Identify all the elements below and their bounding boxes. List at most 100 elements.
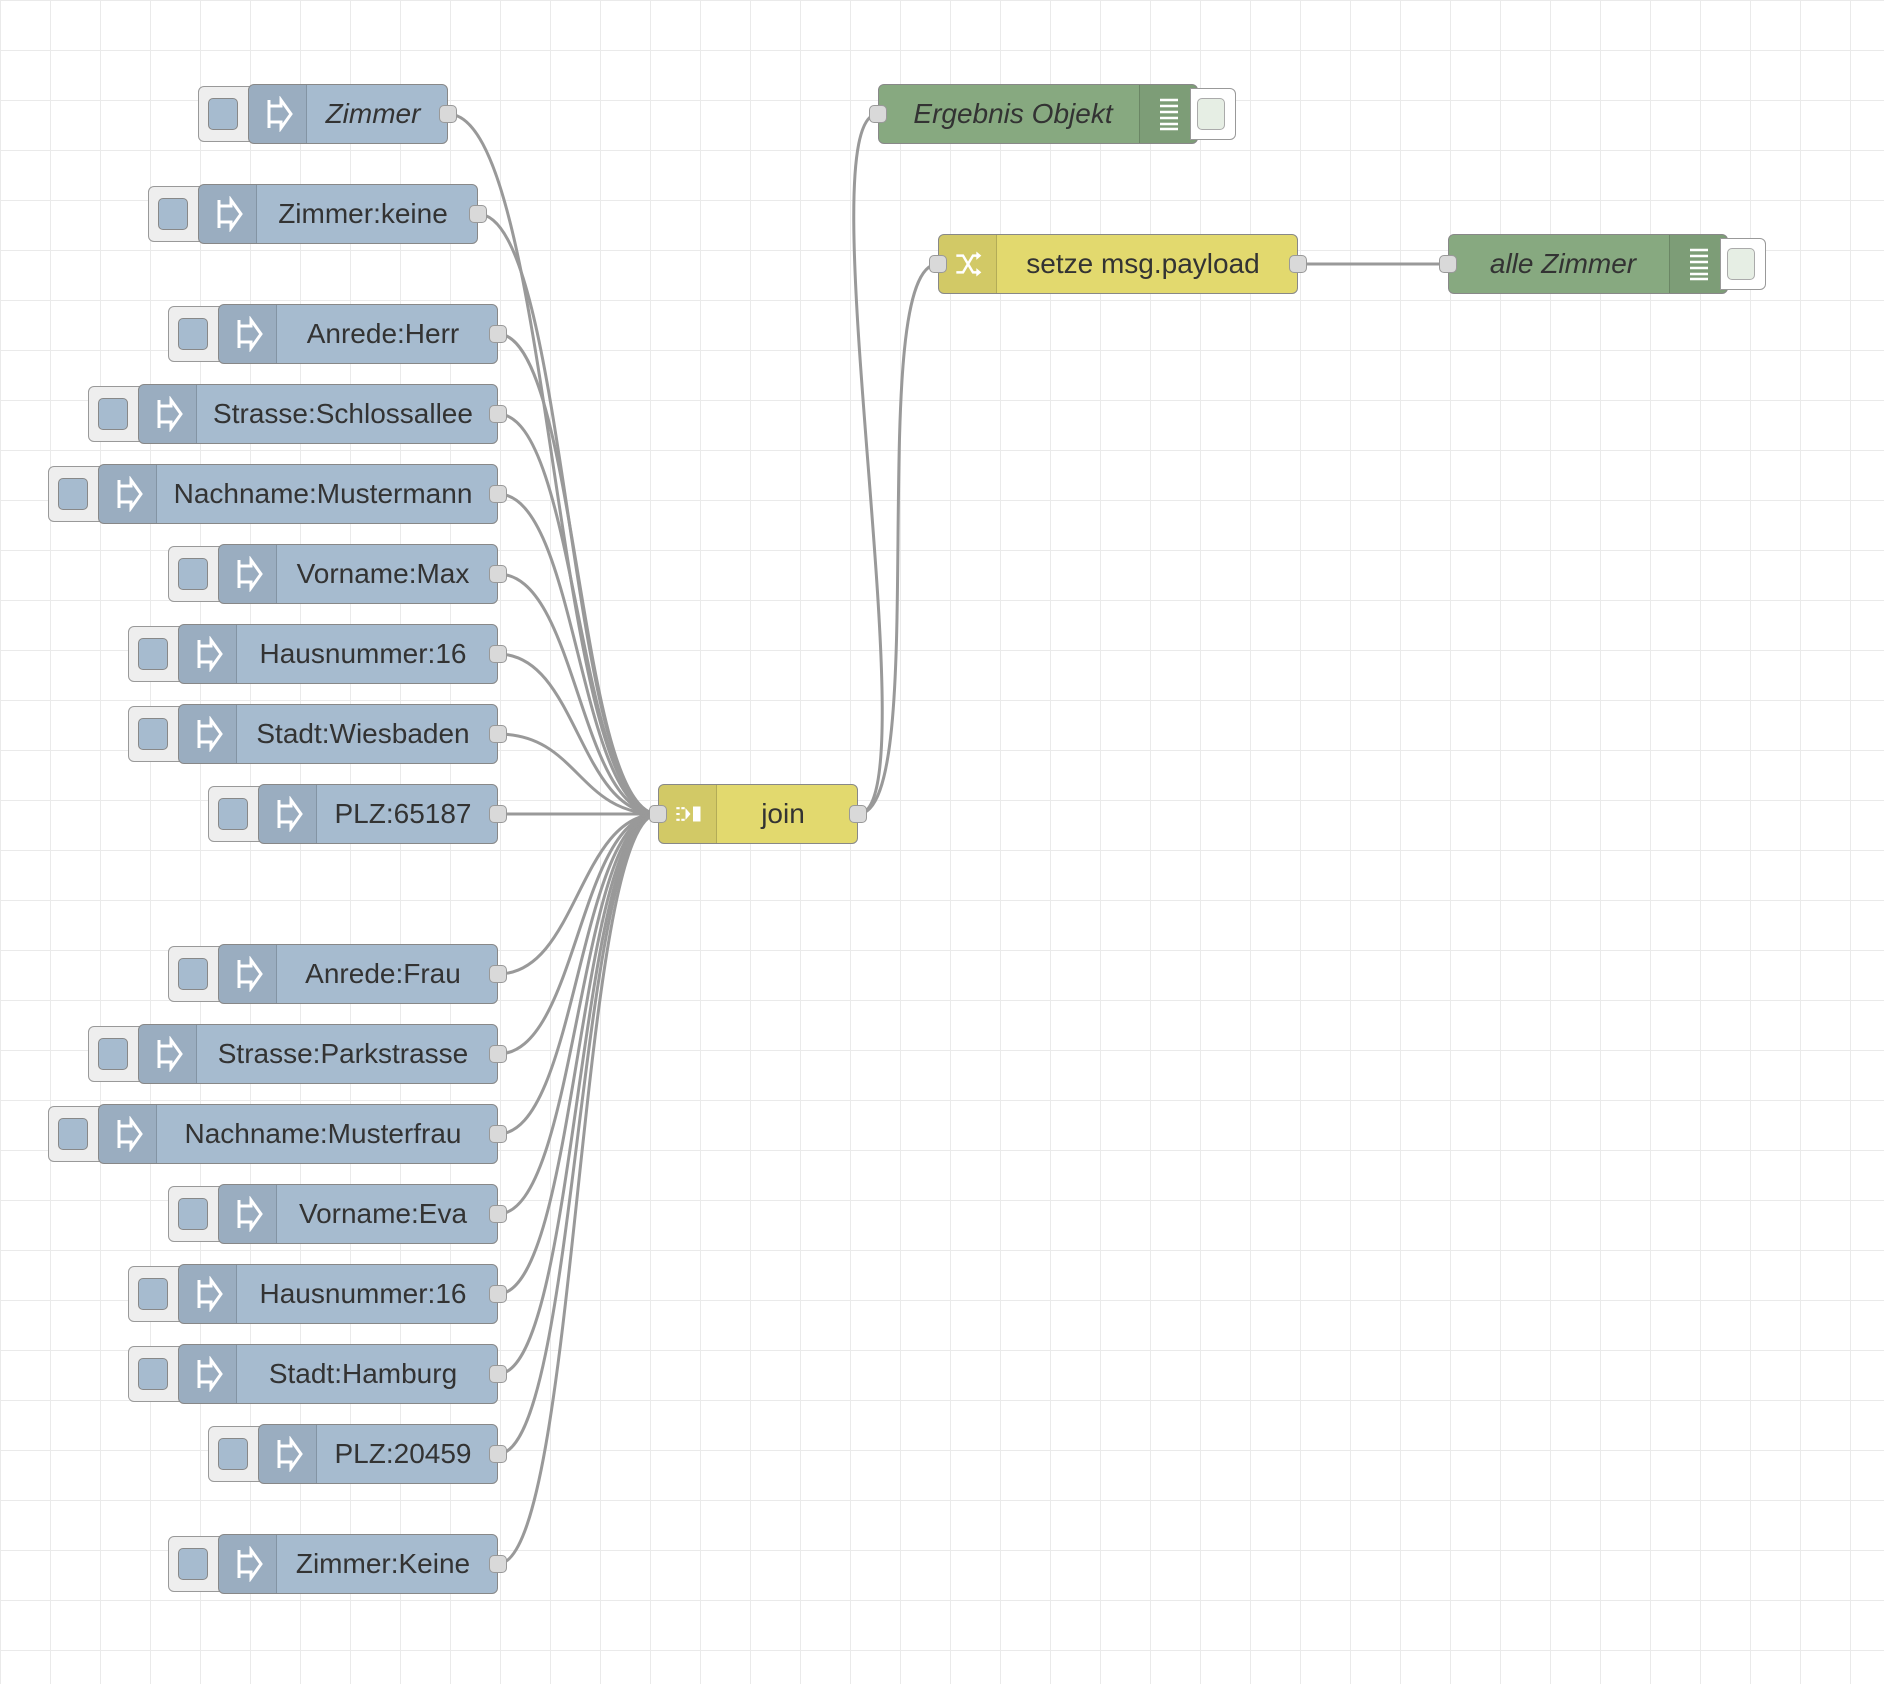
join-node[interactable]: join <box>658 784 858 844</box>
inject-node[interactable]: Zimmer:Keine <box>218 1534 498 1594</box>
wire <box>497 812 659 1456</box>
arrow-in-icon <box>219 945 277 1003</box>
inject-btn[interactable] <box>148 186 200 242</box>
debug-label: alle Zimmer <box>1489 248 1637 279</box>
inject-node[interactable]: Stadt:Hamburg <box>178 1344 498 1404</box>
inject-node[interactable]: Strasse:Parkstrasse <box>138 1024 498 1084</box>
arrow-in-icon <box>219 1535 277 1593</box>
arrow-in-icon <box>259 1425 317 1483</box>
inject-btn[interactable] <box>88 386 140 442</box>
inject-label: Zimmer:Keine <box>295 1548 471 1579</box>
output-port[interactable] <box>489 325 507 343</box>
arrow-in-icon <box>259 785 317 843</box>
inject-label: Stadt:Wiesbaden <box>256 718 470 749</box>
inject-btn[interactable] <box>48 1106 100 1162</box>
inject-label: Anrede:Frau <box>305 958 461 989</box>
inject-btn[interactable] <box>48 466 100 522</box>
inject-btn[interactable] <box>168 946 220 1002</box>
output-port[interactable] <box>489 1365 507 1383</box>
inject-label: Vorname:Max <box>296 558 470 589</box>
output-port[interactable] <box>469 205 487 223</box>
inject-btn[interactable] <box>128 706 180 762</box>
output-port[interactable] <box>489 805 507 823</box>
wire <box>497 572 659 816</box>
inject-btn[interactable] <box>168 546 220 602</box>
wire <box>857 262 939 816</box>
debug-node[interactable]: alle Zimmer <box>1448 234 1728 294</box>
arrow-in-icon <box>199 185 257 243</box>
inject-label: Strasse:Schlossallee <box>213 398 473 429</box>
inject-btn[interactable] <box>198 86 250 142</box>
output-port[interactable] <box>439 105 457 123</box>
output-port[interactable] <box>489 485 507 503</box>
wire <box>477 212 659 816</box>
output-port[interactable] <box>489 405 507 423</box>
wire <box>497 732 659 816</box>
debug-node[interactable]: Ergebnis Objekt <box>878 84 1198 144</box>
inject-btn[interactable] <box>168 1186 220 1242</box>
wire <box>497 492 659 816</box>
arrow-in-icon <box>219 1185 277 1243</box>
inject-node[interactable]: Nachname:Musterfrau <box>98 1104 498 1164</box>
input-port[interactable] <box>649 805 667 823</box>
join-icon <box>659 785 717 843</box>
inject-node[interactable]: Vorname:Eva <box>218 1184 498 1244</box>
change-node[interactable]: setze msg.payload <box>938 234 1298 294</box>
inject-node[interactable]: Hausnummer:16 <box>178 1264 498 1324</box>
output-port[interactable] <box>489 565 507 583</box>
output-port[interactable] <box>489 1555 507 1573</box>
wire <box>497 812 659 1296</box>
inject-node[interactable]: Anrede:Herr <box>218 304 498 364</box>
output-port[interactable] <box>489 725 507 743</box>
debug-list-icon <box>1669 235 1727 293</box>
inject-node[interactable]: PLZ:20459 <box>258 1424 498 1484</box>
inject-label: Anrede:Herr <box>306 318 460 349</box>
inject-node[interactable]: Nachname:Mustermann <box>98 464 498 524</box>
inject-label: Nachname:Musterfrau <box>184 1118 462 1149</box>
inject-label: Zimmer:keine <box>278 198 448 229</box>
output-port[interactable] <box>489 965 507 983</box>
output-port[interactable] <box>489 1045 507 1063</box>
inject-node[interactable]: Vorname:Max <box>218 544 498 604</box>
inject-label: PLZ:20459 <box>334 1438 472 1469</box>
inject-btn[interactable] <box>208 786 260 842</box>
arrow-in-icon <box>219 545 277 603</box>
change-label: setze msg.payload <box>1026 248 1260 279</box>
inject-node[interactable]: Hausnummer:16 <box>178 624 498 684</box>
inject-label: Stadt:Hamburg <box>268 1358 458 1389</box>
output-port[interactable] <box>489 1445 507 1463</box>
inject-btn[interactable] <box>168 1536 220 1592</box>
inject-node[interactable]: Zimmer <box>248 84 448 144</box>
input-port[interactable] <box>929 255 947 273</box>
wire <box>497 332 659 816</box>
input-port[interactable] <box>869 105 887 123</box>
inject-btn[interactable] <box>208 1426 260 1482</box>
wire <box>497 412 659 816</box>
debug-toggle-btn[interactable] <box>1190 88 1236 140</box>
inject-label: Zimmer <box>325 98 421 129</box>
input-port[interactable] <box>1439 255 1457 273</box>
inject-btn[interactable] <box>168 306 220 362</box>
arrow-in-icon <box>179 705 237 763</box>
inject-node[interactable]: Anrede:Frau <box>218 944 498 1004</box>
inject-btn[interactable] <box>88 1026 140 1082</box>
inject-node[interactable]: Stadt:Wiesbaden <box>178 704 498 764</box>
inject-label: Vorname:Eva <box>298 1198 468 1229</box>
output-port[interactable] <box>489 645 507 663</box>
arrow-in-icon <box>99 1105 157 1163</box>
output-port[interactable] <box>849 805 867 823</box>
wire <box>497 812 659 1216</box>
arrow-in-icon <box>179 625 237 683</box>
debug-toggle-btn[interactable] <box>1720 238 1766 290</box>
inject-node[interactable]: Strasse:Schlossallee <box>138 384 498 444</box>
inject-node[interactable]: Zimmer:keine <box>198 184 478 244</box>
wire <box>497 812 659 1566</box>
inject-node[interactable]: PLZ:65187 <box>258 784 498 844</box>
inject-btn[interactable] <box>128 1346 180 1402</box>
output-port[interactable] <box>489 1285 507 1303</box>
inject-btn[interactable] <box>128 1266 180 1322</box>
output-port[interactable] <box>489 1125 507 1143</box>
output-port[interactable] <box>489 1205 507 1223</box>
inject-btn[interactable] <box>128 626 180 682</box>
output-port[interactable] <box>1289 255 1307 273</box>
